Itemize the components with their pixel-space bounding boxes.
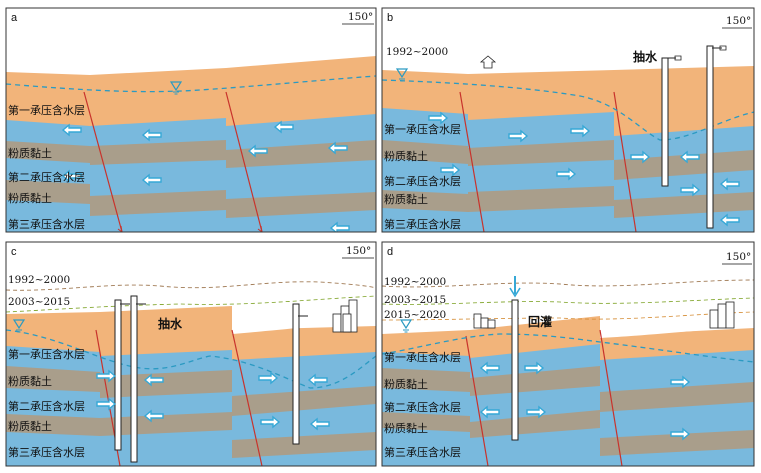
action-label: 回灌 (528, 314, 552, 329)
layer-label: 第一承压含水层 (8, 347, 85, 361)
panel-a: a 150° 第一承压含水层 粉质黏土 第二承压含水层 粉质黏土 第三承压含水层 (5, 7, 377, 233)
layer-label: 第一承压含水层 (384, 122, 461, 136)
layer-label: 粉质黏土 (8, 374, 52, 388)
layer-label: 粉质黏土 (384, 377, 428, 391)
panel-letter: b (387, 12, 393, 24)
layer-label: 第三承压含水层 (384, 445, 461, 459)
year-label: 1992~2000 (386, 46, 448, 58)
layer-label: 粉质黏土 (8, 419, 52, 433)
layer-label: 第三承压含水层 (8, 445, 85, 459)
layer-label: 第二承压含水层 (8, 170, 85, 184)
layer-label: 粉质黏土 (384, 149, 428, 163)
action-label: 抽水 (158, 316, 183, 331)
layer-label: 粉质黏土 (384, 192, 428, 206)
panel-b: b 150° 1992~2000 抽水 第一承压含水层 粉质黏土 第二承压含水层… (381, 7, 755, 233)
panel-letter: c (11, 246, 17, 258)
layer-label: 第二承压含水层 (384, 400, 461, 414)
angle-label: 150° (348, 11, 373, 23)
year-label: 2015~2020 (384, 309, 446, 321)
layer-label: 第一承压含水层 (384, 350, 461, 364)
angle-label: 150° (726, 251, 751, 263)
layer-label: 第二承压含水层 (384, 174, 461, 188)
year-label: 2003~2015 (384, 294, 446, 306)
year-label: 2003~2015 (8, 296, 70, 308)
layer-label: 第二承压含水层 (8, 399, 85, 413)
layer-label: 粉质黏土 (384, 421, 428, 435)
layer-label: 粉质黏土 (8, 146, 52, 160)
year-label: 1992~2000 (8, 274, 70, 286)
angle-label: 150° (346, 245, 371, 257)
layer-label: 粉质黏土 (8, 191, 52, 205)
panel-c: c 150° 1992~2000 2003~2015 抽水 第一承压含水层 粉质… (5, 241, 377, 467)
year-label: 1992~2000 (384, 276, 446, 288)
action-label: 抽水 (633, 49, 658, 64)
panel-letter: a (11, 12, 18, 24)
layer-label: 第三承压含水层 (384, 217, 461, 231)
angle-label: 150° (726, 15, 751, 27)
panel-d: d 150° 1992~2000 2003~2015 2015~2020 回灌 … (381, 241, 755, 467)
panel-letter: d (387, 246, 393, 258)
layer-label: 第三承压含水层 (8, 217, 85, 231)
layer-label: 第一承压含水层 (8, 103, 85, 117)
